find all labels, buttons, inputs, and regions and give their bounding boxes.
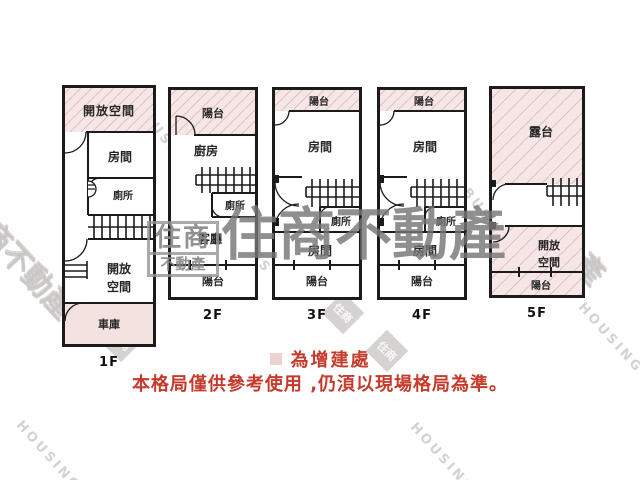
- room-label-open-space: 空間: [538, 255, 560, 269]
- side-steps: [65, 261, 88, 279]
- room-label-toilet: 廁所: [436, 215, 456, 228]
- wall-notches: [380, 175, 384, 226]
- floor-label-4f: 4F: [412, 308, 432, 323]
- room-label-living: 客廳: [197, 231, 222, 246]
- legend: 為增建處: [0, 346, 640, 372]
- floorplan-panel-4f: 陽台 房間 廁所 房間 陽台 4F: [377, 87, 467, 323]
- stairs: [88, 215, 153, 239]
- floorplan-svg-4f: 陽台 房間 廁所 房間 陽台: [377, 87, 467, 300]
- brand-slogan-watermark: HOUSING & BUSINESS: [407, 420, 562, 480]
- wall-notches: [492, 180, 496, 229]
- floorplan-panel-2f: 陽台 廚房 廁所 客廳 陽台 2F: [168, 87, 258, 323]
- room-label-balcony-top: 陽台: [414, 95, 434, 108]
- addition-area-open-top: [65, 88, 153, 132]
- stairs: [410, 179, 464, 207]
- room-label-bedroom-bottom: 房間: [413, 243, 437, 258]
- room-label-toilet: 廁所: [113, 189, 133, 202]
- room-label-garage: 車庫: [98, 317, 120, 331]
- room-label-toilet: 廁所: [225, 199, 245, 212]
- interior-walls: [380, 110, 464, 266]
- room-label-terrace: 露台: [529, 124, 553, 139]
- stairs: [195, 167, 255, 193]
- room-label-balcony-top: 陽台: [202, 106, 224, 120]
- stairs: [546, 178, 582, 206]
- interior-walls: [65, 131, 153, 304]
- door-opening-ticks: [293, 260, 331, 270]
- floor-label-2f: 2F: [203, 308, 223, 323]
- floorplan-svg-1f: 開放空間 房間 廁所 開放 空間 車庫: [62, 85, 156, 347]
- room-label-balcony-bottom: 陽台: [531, 279, 551, 292]
- wall-notches: [275, 175, 279, 226]
- addition-area-garage: [65, 303, 153, 344]
- floorplan-svg-2f: 陽台 廚房 廁所 客廳 陽台: [168, 87, 258, 300]
- room-label-toilet: 廁所: [331, 215, 351, 228]
- room-label-open-mid: 空間: [107, 279, 131, 294]
- addition-area-open-space: [492, 226, 582, 272]
- room-label-balcony-bottom: 陽台: [306, 274, 328, 288]
- addition-legend-swatch: [269, 353, 282, 365]
- floorplan-svg-3f: 陽台 房間 廁所 房間 陽台: [272, 87, 362, 300]
- floor-label-3f: 3F: [307, 308, 327, 323]
- room-label-bedroom: 房間: [108, 149, 132, 164]
- floorplan-panel-1f: 開放空間 房間 廁所 開放 空間 車庫 1F: [62, 85, 156, 370]
- addition-area-terrace: [492, 89, 582, 184]
- room-label-bedroom-bottom: 房間: [308, 243, 332, 258]
- floorplan-svg-5f: 露台 開放 空間 陽台: [489, 86, 585, 298]
- floor-label-5f: 5F: [527, 306, 547, 321]
- addition-area-balcony-top: [171, 90, 255, 135]
- door-opening-ticks: [189, 260, 227, 270]
- room-label-open-mid: 開放: [107, 261, 132, 276]
- door-opening-ticks: [398, 260, 436, 270]
- room-label-balcony-bottom: 陽台: [411, 274, 433, 288]
- addition-area-balcony-top: [275, 90, 359, 111]
- room-label-bedroom-top: 房間: [413, 139, 437, 154]
- room-label-bedroom-top: 房間: [308, 139, 332, 154]
- room-label-kitchen: 廚房: [194, 143, 218, 158]
- door-arc: [175, 115, 224, 218]
- stairs: [305, 179, 359, 207]
- floorplan-panel-3f: 陽台 房間 廁所 房間 陽台 3F: [272, 87, 362, 323]
- disclaimer-text: 本格局僅供參考使用 ,仍湏以現場格局為準。: [131, 374, 509, 395]
- toilet-fixture: [87, 180, 97, 198]
- interior-walls: [492, 183, 582, 273]
- door-opening-ticks: [518, 267, 552, 277]
- outer-wall: [377, 87, 467, 300]
- floorplan-panel-5f: 露台 開放 空間 陽台 5F: [489, 86, 585, 321]
- interior-walls: [171, 134, 255, 266]
- addition-area-balcony: [492, 272, 582, 295]
- door-arc: [492, 183, 510, 243]
- floor-label-1f: 1F: [99, 355, 119, 370]
- room-label-balcony-top: 陽台: [309, 95, 329, 108]
- addition-area-balcony-top: [380, 90, 464, 111]
- interior-walls: [275, 110, 359, 266]
- legend-label: 為增建處: [290, 350, 371, 371]
- outer-wall: [272, 87, 362, 300]
- room-label-open-space: 開放: [538, 238, 561, 252]
- room-label-open-top: 開放空間: [83, 103, 135, 118]
- brand-slogan-watermark: HOUSING & BUSINESS: [13, 418, 168, 480]
- room-label-balcony-bottom: 陽台: [202, 274, 224, 288]
